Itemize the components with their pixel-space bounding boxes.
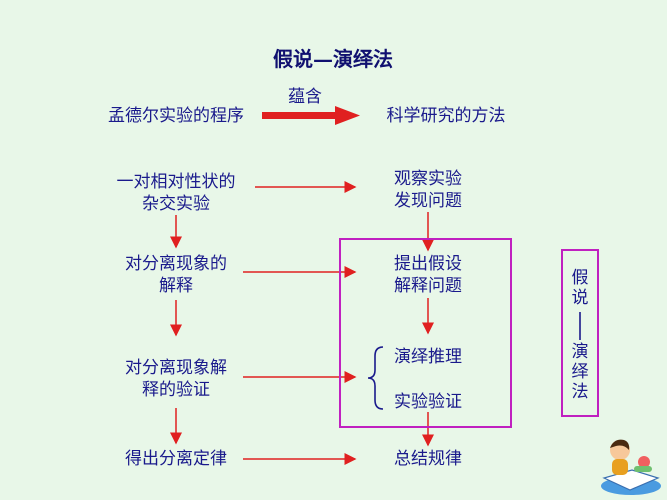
left-step-2: 对分离现象的 解释: [125, 254, 227, 296]
hypothesis-box: [339, 238, 512, 428]
page-title: 假说—演绎法: [273, 47, 393, 71]
arrow-label: 蕴含: [288, 87, 322, 107]
left-step-3: 对分离现象解 释的验证: [125, 358, 227, 400]
top-left-label: 孟德尔实验的程序: [108, 106, 244, 126]
curly-brace: [367, 346, 384, 410]
right-step-5: 总结规律: [394, 449, 462, 469]
right-step-4: 实验验证: [394, 392, 462, 412]
implies-arrow-head: [335, 106, 360, 125]
side-label-top: 假说: [571, 268, 589, 308]
left-step-1: 一对相对性状的 杂交实验: [116, 172, 236, 214]
side-label-box: [561, 249, 599, 417]
right-step-3: 演绎推理: [394, 347, 462, 367]
left-step-4: 得出分离定律: [125, 449, 227, 469]
side-label-bottom: 演绎法: [571, 342, 589, 402]
top-right-label: 科学研究的方法: [386, 106, 506, 126]
child-reading-icon: [601, 439, 661, 495]
implies-arrow-shaft: [262, 112, 337, 119]
right-step-2: 提出假设 解释问题: [394, 254, 462, 296]
right-step-1: 观察实验 发现问题: [394, 169, 462, 211]
